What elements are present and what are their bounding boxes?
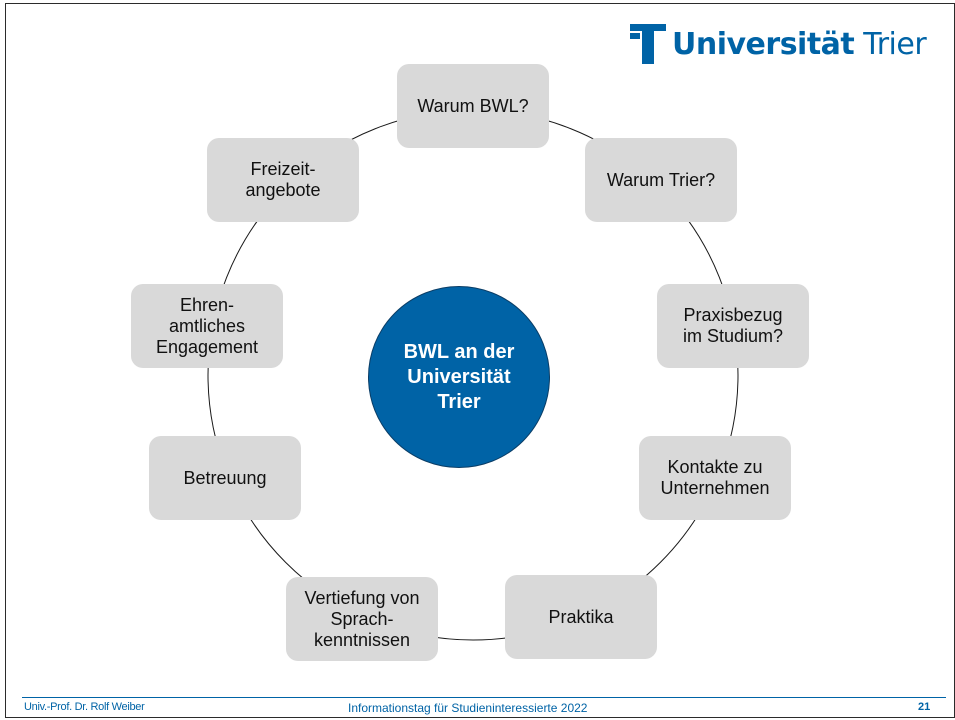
node-betreuung: Betreuung bbox=[149, 436, 301, 520]
node-vertiefung: Vertiefung von Sprach- kenntnissen bbox=[286, 577, 438, 661]
node-kontakte: Kontakte zu Unternehmen bbox=[639, 436, 791, 520]
node-warum-trier: Warum Trier? bbox=[585, 138, 737, 222]
trier-logo-icon bbox=[630, 24, 666, 64]
footer-divider bbox=[22, 697, 946, 698]
node-freizeit: Freizeit- angebote bbox=[207, 138, 359, 222]
footer-author: Univ.-Prof. Dr. Rolf Weiber bbox=[24, 701, 145, 713]
node-ehrenamt: Ehren- amtliches Engagement bbox=[131, 284, 283, 368]
node-warum-bwl: Warum BWL? bbox=[397, 64, 549, 148]
university-logo: Universität Trier bbox=[630, 22, 927, 66]
page-number: 21 bbox=[918, 701, 931, 713]
center-topic: BWL an der Universität Trier bbox=[368, 286, 550, 468]
footer-event: Informationstag für Studieninteressierte… bbox=[348, 701, 588, 715]
logo-wordmark: Universität Trier bbox=[672, 26, 927, 62]
node-praktika: Praktika bbox=[505, 575, 657, 659]
node-praxisbezug: Praxisbezug im Studium? bbox=[657, 284, 809, 368]
